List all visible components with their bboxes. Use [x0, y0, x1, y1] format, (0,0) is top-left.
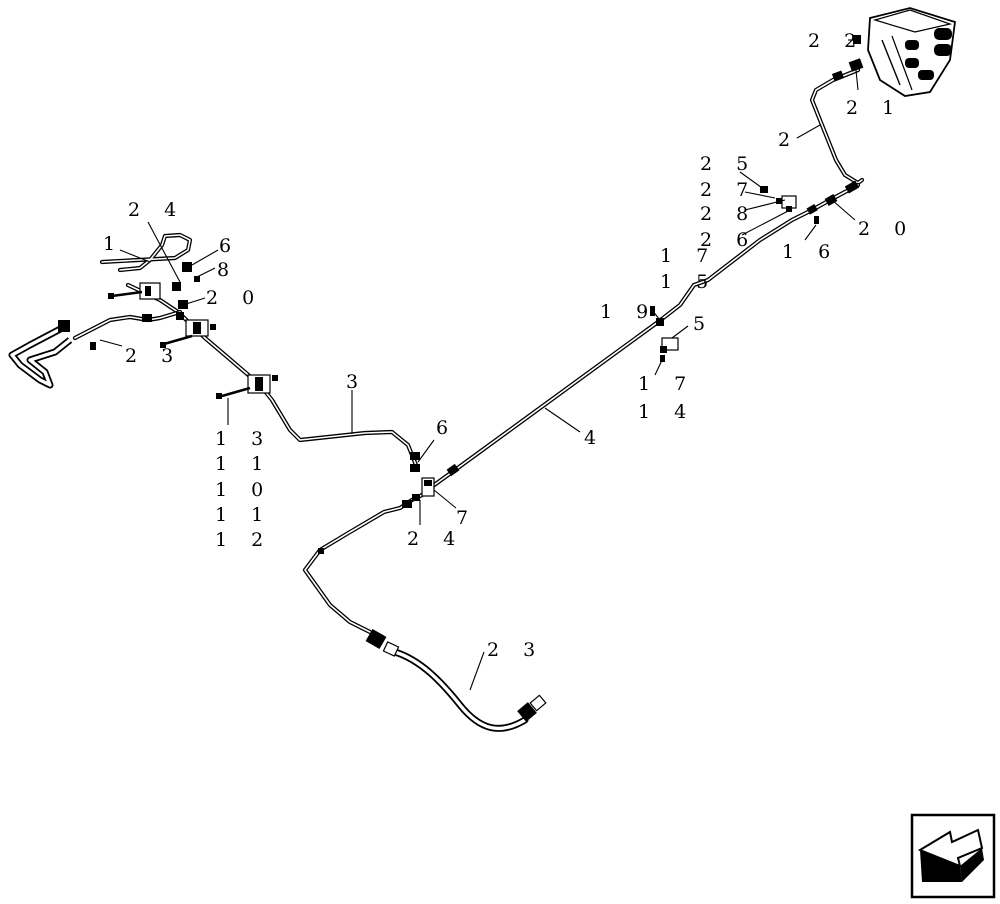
hose-23-lower [391, 648, 529, 732]
callout-14: 1 4 [638, 401, 695, 423]
callout-23-lower: 2 3 [487, 639, 544, 661]
callout-5: 5 [693, 313, 714, 335]
callout-23-left: 2 3 [125, 345, 182, 367]
callout-8: 8 [217, 259, 238, 281]
callout-27: 2 7 [700, 179, 757, 201]
callout-labels: 2 2 2 1 2 2 5 2 7 2 8 2 6 2 0 1 6 1 7 1 … [103, 30, 915, 661]
callout-17-lower: 1 7 [638, 373, 695, 395]
pipe-2 [809, 67, 865, 186]
control-valve-icon [867, 7, 956, 97]
callout-24-lower: 2 4 [407, 528, 464, 550]
callout-12: 1 2 [215, 529, 272, 551]
callout-7: 7 [456, 507, 477, 529]
leader-lines [99, 39, 859, 691]
callout-21: 2 1 [846, 97, 903, 119]
clamp-group-left [58, 262, 278, 399]
callout-17-upper: 1 7 [660, 245, 717, 267]
callout-6-upper: 6 [219, 235, 240, 257]
callout-20-left: 2 0 [206, 287, 263, 309]
callout-26: 2 6 [700, 229, 757, 251]
callout-15: 1 5 [660, 271, 717, 293]
front-direction-arrow-icon [910, 813, 996, 899]
callout-4: 4 [584, 427, 605, 449]
callout-6-lower: 6 [436, 417, 457, 439]
callout-1: 1 [103, 233, 124, 255]
callout-25: 2 5 [700, 153, 757, 175]
callout-22: 2 2 [808, 30, 865, 52]
callout-20-right: 2 0 [858, 218, 915, 240]
callout-16: 1 6 [782, 241, 839, 263]
callout-28: 2 8 [700, 203, 757, 225]
callout-11-a: 1 1 [215, 453, 272, 475]
callout-10: 1 0 [215, 479, 272, 501]
callout-13: 1 3 [215, 428, 272, 450]
hoses [8, 321, 529, 732]
callout-24-upper: 2 4 [128, 199, 185, 221]
callout-3: 3 [346, 371, 367, 393]
fittings [58, 7, 956, 722]
callout-19: 1 9 [600, 301, 657, 323]
callout-11-b: 1 1 [215, 504, 272, 526]
callout-2: 2 [778, 129, 799, 151]
pipe-lower [302, 489, 431, 635]
